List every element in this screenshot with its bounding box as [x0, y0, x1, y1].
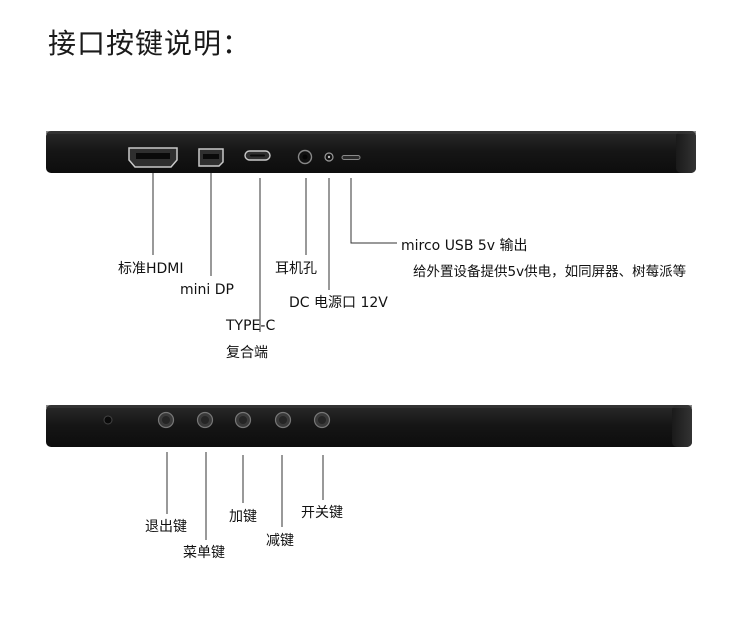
power-button-label: 开关键	[301, 505, 343, 521]
micro-usb-leader-line	[350, 178, 397, 244]
micro-usb-port-icon	[341, 155, 361, 160]
dc-power-label: DC 电源口 12V	[289, 295, 388, 311]
device-end-cap-bottom	[672, 405, 692, 447]
minus-button-icon	[274, 411, 292, 429]
plus-button-icon	[234, 411, 252, 429]
type-c-label-line2: 复合端	[226, 345, 268, 361]
power-button-icon	[313, 411, 331, 429]
bottom-leader-lines	[166, 452, 324, 540]
type-c-label-line1: TYPE-C	[226, 318, 276, 334]
page-title: 接口按键说明：	[48, 27, 252, 60]
earphone-label: 耳机孔	[275, 261, 317, 277]
mini-dp-port-icon	[198, 148, 224, 167]
hdmi-label: 标准HDMI	[118, 261, 184, 277]
type-c-port-icon	[244, 150, 271, 161]
indicator-hole-icon	[103, 415, 113, 425]
exit-button-label: 退出键	[145, 519, 187, 535]
micro-usb-label-line2: 给外置设备提供5v供电，如同屏器、树莓派等	[413, 264, 687, 280]
menu-button-label: 菜单键	[183, 545, 225, 561]
mini-dp-label: mini DP	[180, 282, 234, 298]
device-bottom-edge	[46, 405, 692, 447]
device-top-edge	[46, 131, 696, 173]
hdmi-port-icon	[128, 147, 178, 168]
earphone-jack-icon	[297, 149, 313, 165]
minus-button-label: 减键	[266, 533, 294, 549]
device-end-cap-top	[676, 131, 696, 173]
top-leader-lines	[152, 173, 397, 332]
exit-button-icon	[157, 411, 175, 429]
menu-button-icon	[196, 411, 214, 429]
micro-usb-label-line1: mirco USB 5v 输出	[401, 238, 528, 254]
dc-power-jack-icon	[324, 152, 334, 162]
device-body-bottom	[46, 405, 692, 447]
plus-button-label: 加键	[229, 509, 257, 525]
